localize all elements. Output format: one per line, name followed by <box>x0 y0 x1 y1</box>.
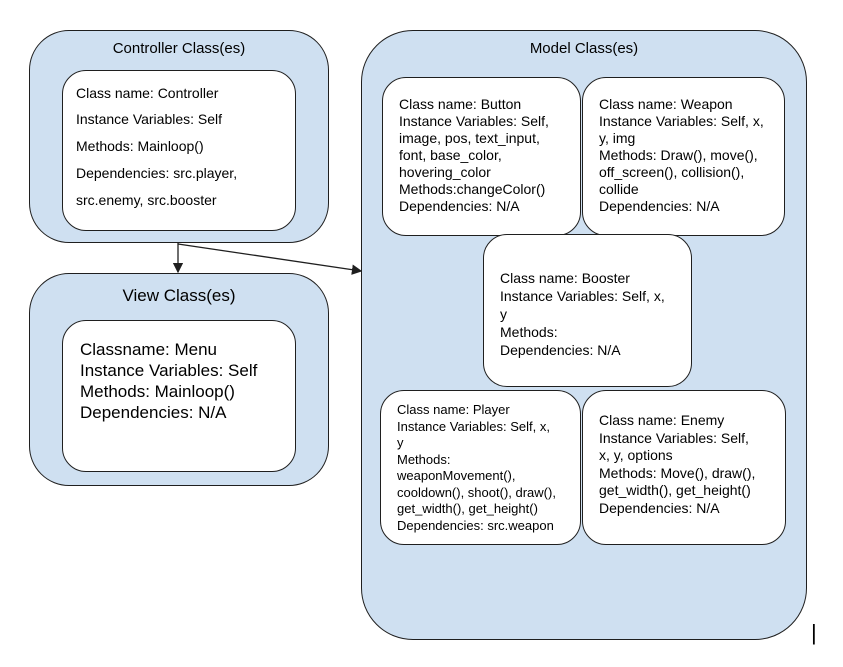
weapon-line-4: Methods: Draw(), move(), <box>599 147 758 163</box>
button-line-4: font, base_color, <box>399 147 502 163</box>
button-line-5: hovering_color <box>399 164 491 180</box>
enemy-line-5: get_width(), get_height() <box>599 482 751 498</box>
weapon-line-3: y, img <box>599 130 636 146</box>
player-line-1: Class name: Player <box>397 402 510 417</box>
view-line-2: Instance Variables: Self <box>80 361 258 380</box>
booster-class-card: Class name: Booster Instance Variables: … <box>483 234 692 387</box>
arrow-controller-to-model <box>177 243 363 275</box>
weapon-line-6: collide <box>599 181 639 197</box>
view-line-3: Methods: Mainloop() <box>80 382 235 401</box>
weapon-line-1: Class name: Weapon <box>599 96 733 112</box>
model-title: Model Class(es) <box>529 40 639 57</box>
enemy-line-6: Dependencies: N/A <box>599 499 720 516</box>
button-line-1: Class name: Button <box>399 96 522 112</box>
enemy-line-2: Instance Variables: Self, <box>599 429 749 446</box>
button-line-2: Instance Variables: Self, <box>399 113 549 129</box>
button-line-6: Methods:changeColor() <box>399 181 546 197</box>
weapon-line-5: off_screen(), collision(), <box>599 164 745 180</box>
weapon-line-7: Dependencies: N/A <box>599 198 720 214</box>
player-class-card: Class name: Player Instance Variables: S… <box>380 390 581 545</box>
button-line-7: Dependencies: N/A <box>399 198 520 214</box>
view-title: View Class(es) <box>122 286 236 305</box>
view-line-4: Dependencies: N/A <box>80 403 227 422</box>
booster-line-5: Dependencies: N/A <box>500 342 621 358</box>
player-line-3: y <box>397 435 404 450</box>
controller-line-1: Class name: Controller <box>76 85 219 101</box>
view-container: View Class(es) Classname: Menu Instance … <box>29 273 329 486</box>
booster-line-2: Instance Variables: Self, x, <box>500 288 665 304</box>
enemy-line-4: Methods: Move(), draw(), <box>599 464 756 481</box>
player-line-6: cooldown(), shoot(), draw(), <box>397 484 556 500</box>
booster-line-4: Methods: <box>500 324 558 340</box>
controller-title: Controller Class(es) <box>112 40 246 57</box>
controller-line-2: Instance Variables: Self <box>76 111 223 127</box>
view-class-card: Classname: Menu Instance Variables: Self… <box>62 320 296 472</box>
controller-line-3: Methods: Mainloop() <box>76 138 204 154</box>
button-class-card: Class name: Button Instance Variables: S… <box>382 77 581 236</box>
model-container: Model Class(es) Class name: Button Insta… <box>361 30 807 640</box>
text-cursor-mark: | <box>811 620 817 645</box>
weapon-class-card: Class name: Weapon Instance Variables: S… <box>582 77 785 236</box>
player-line-2: Instance Variables: Self, x, <box>397 418 550 434</box>
controller-line-4: Dependencies: src.player, <box>76 165 238 181</box>
booster-line-3: y <box>500 306 507 322</box>
enemy-class-card: Class name: Enemy Instance Variables: Se… <box>582 390 786 545</box>
button-line-3: image, pos, text_input, <box>399 130 540 146</box>
view-line-1: Classname: Menu <box>80 340 218 359</box>
controller-line-5: src.enemy, src.booster <box>76 192 217 208</box>
player-line-5: weaponMovement(), <box>397 468 516 483</box>
player-line-8: Dependencies: src.weapon <box>397 517 554 533</box>
weapon-line-2: Instance Variables: Self, x, <box>599 113 764 129</box>
player-line-4: Methods: <box>397 451 451 467</box>
controller-container: Controller Class(es) Class name: Control… <box>29 30 329 243</box>
enemy-line-1: Class name: Enemy <box>599 412 725 428</box>
enemy-line-3: x, y, options <box>599 447 673 463</box>
player-line-7: get_width(), get_height() <box>397 501 538 516</box>
booster-line-1: Class name: Booster <box>500 270 630 286</box>
controller-class-card: Class name: Controller Instance Variable… <box>62 70 296 231</box>
